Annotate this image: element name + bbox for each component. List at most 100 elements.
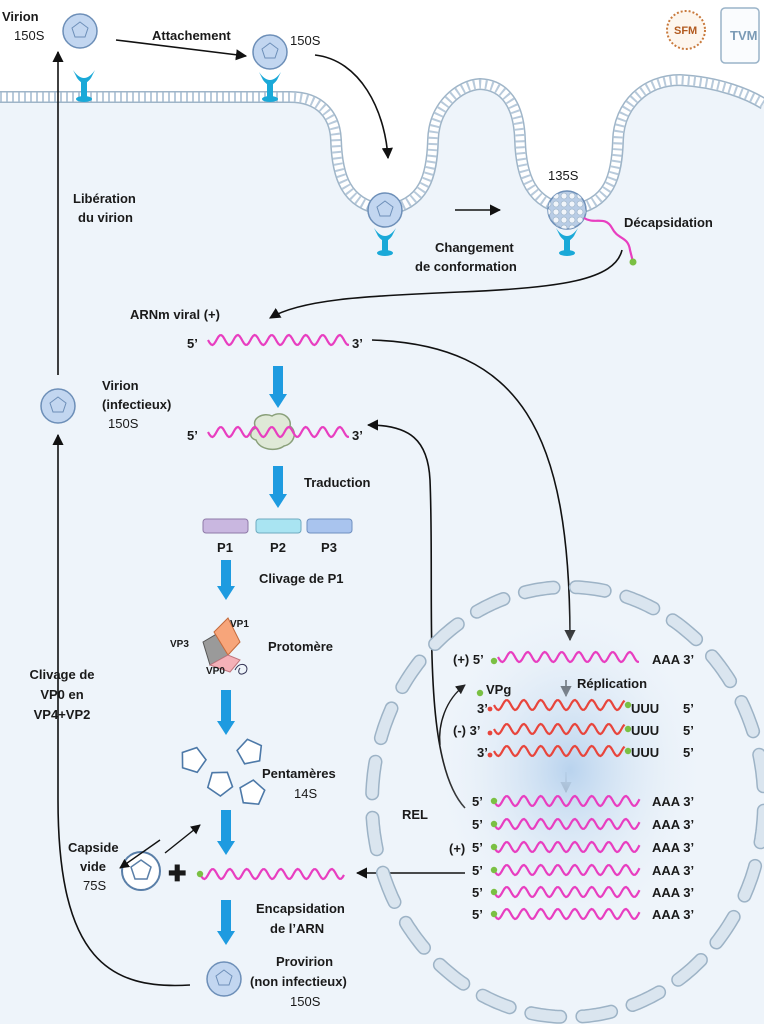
uuu-label: UUU [631,745,659,760]
protomer-label: Protomère [268,639,333,654]
vpg-label: VPg [486,682,511,697]
five-prime-label: 5’ [683,723,694,738]
minus-strand-3-label: (-) 3’ [453,723,480,738]
replication-zone-glow [430,600,710,940]
minus-strand [493,698,626,712]
receptor-icon [556,228,578,256]
vpg-dot [624,747,632,755]
vp0-cleavage-label-1: Clivage de [29,667,94,682]
rna-end-dot [487,752,493,758]
p2-polyprotein-icon [255,518,302,534]
new-plus-strand [493,840,641,854]
uuu-label: UUU [631,723,659,738]
five-prime-label: 5’ [187,336,198,351]
process-arrow [269,466,287,508]
vp0-cleavage-label-3: VP4+VP2 [34,707,91,722]
attachment-label: Attachement [152,28,231,43]
minus-strand [493,744,626,758]
uuu-label: UUU [631,701,659,716]
encapsidation-rna-strand [199,867,345,881]
infectious-virion-label-1: Virion [102,378,139,393]
release-label-1: Libération [73,191,136,206]
process-arrow [217,560,235,600]
infectious-virion-label-2: (infectieux) [102,397,171,412]
process-arrow [217,900,235,945]
five-prime-label: 5’ [472,907,483,922]
three-prime-label: 3’ [477,745,488,760]
pentamers-label: Pentamères [262,766,336,781]
virion-icon [252,34,288,70]
conformation-change-label-2: de conformation [415,259,517,274]
encapsidation-label-1: Encapsidation [256,901,345,916]
plus-strand-5-label: (+) 5’ [453,652,484,667]
vp1-label: VP1 [230,619,249,630]
virion-icon [62,13,98,49]
expanded-virion-icon [547,190,587,230]
translation-label: Traduction [304,475,371,490]
sfm-logo-text: SFM [674,25,697,37]
vpg-dot [490,843,498,851]
pentamer-icon [181,746,207,774]
empty-capsid-label-2: vide [80,859,106,874]
protomer-icon [202,617,248,675]
p3-label: P3 [321,540,337,555]
vpg-dot [490,657,498,665]
template-plus-strand [497,650,639,664]
encapsidation-label-2: de l’ARN [270,921,324,936]
aaa-3-label: AAA 3’ [652,652,694,667]
p2-label: P2 [270,540,286,555]
receptor-icon [374,228,396,256]
release-label-2: du virion [78,210,133,225]
aaa-3-label: AAA 3’ [652,840,694,855]
process-arrow [217,690,235,735]
p1-polyprotein-icon [202,518,249,534]
provirion-label-2: (non infectieux) [250,974,347,989]
vpg-dot [624,701,632,709]
five-prime-label: 5’ [472,817,483,832]
rna-end-dot [487,730,493,736]
p1-label: P1 [217,540,233,555]
pentamer-icon [236,738,263,765]
virion-label: Virion [2,9,39,24]
three-prime-label: 3’ [477,701,488,716]
new-plus-strand [493,907,641,921]
conformation-change-label-1: Changement [435,240,514,255]
tvm-logo [720,7,760,64]
viral-mrna-strand [207,333,349,347]
uncoating-label: Décapsidation [624,215,713,230]
pentamers-sedimentation: 14S [294,786,317,801]
assembly-arrow [119,839,161,869]
attached-virion-sedimentation: 150S [290,33,321,48]
vpg-dot [196,870,204,878]
minus-strand [493,722,626,736]
sfm-logo [666,10,706,50]
aaa-3-label: AAA 3’ [652,794,694,809]
provirion-icon [206,961,242,997]
five-prime-label: 5’ [472,840,483,855]
aaa-3-label: AAA 3’ [652,907,694,922]
new-plus-strand [493,863,641,877]
new-plus-strand [493,794,641,808]
p1-cleavage-label: Clivage de P1 [259,571,344,586]
maturation-arrow [52,433,191,987]
infectious-virion-sedimentation: 150S [108,416,139,431]
expanded-particle-sedimentation: 135S [548,168,579,183]
uncoating-to-mrna-arrow [269,249,623,319]
vp3-label: VP3 [170,639,189,650]
provirion-sedimentation: 150S [290,994,321,1009]
endocytosis-arrow [314,54,393,160]
aaa-3-label: AAA 3’ [652,885,694,900]
vpg-dot [490,910,498,918]
plus-sign: ✚ [168,861,186,886]
vpg-dot [624,725,632,733]
five-prime-label: 5’ [683,745,694,760]
disassembly-arrow [164,824,201,854]
three-prime-label: 3’ [352,428,363,443]
vp0-label: VP0 [206,666,225,677]
five-prime-label: 5’ [683,701,694,716]
process-arrow [269,366,287,408]
plus-strand-label: (+) [449,841,465,856]
five-prime-label: 5’ [187,428,198,443]
provirion-label-1: Provirion [276,954,333,969]
